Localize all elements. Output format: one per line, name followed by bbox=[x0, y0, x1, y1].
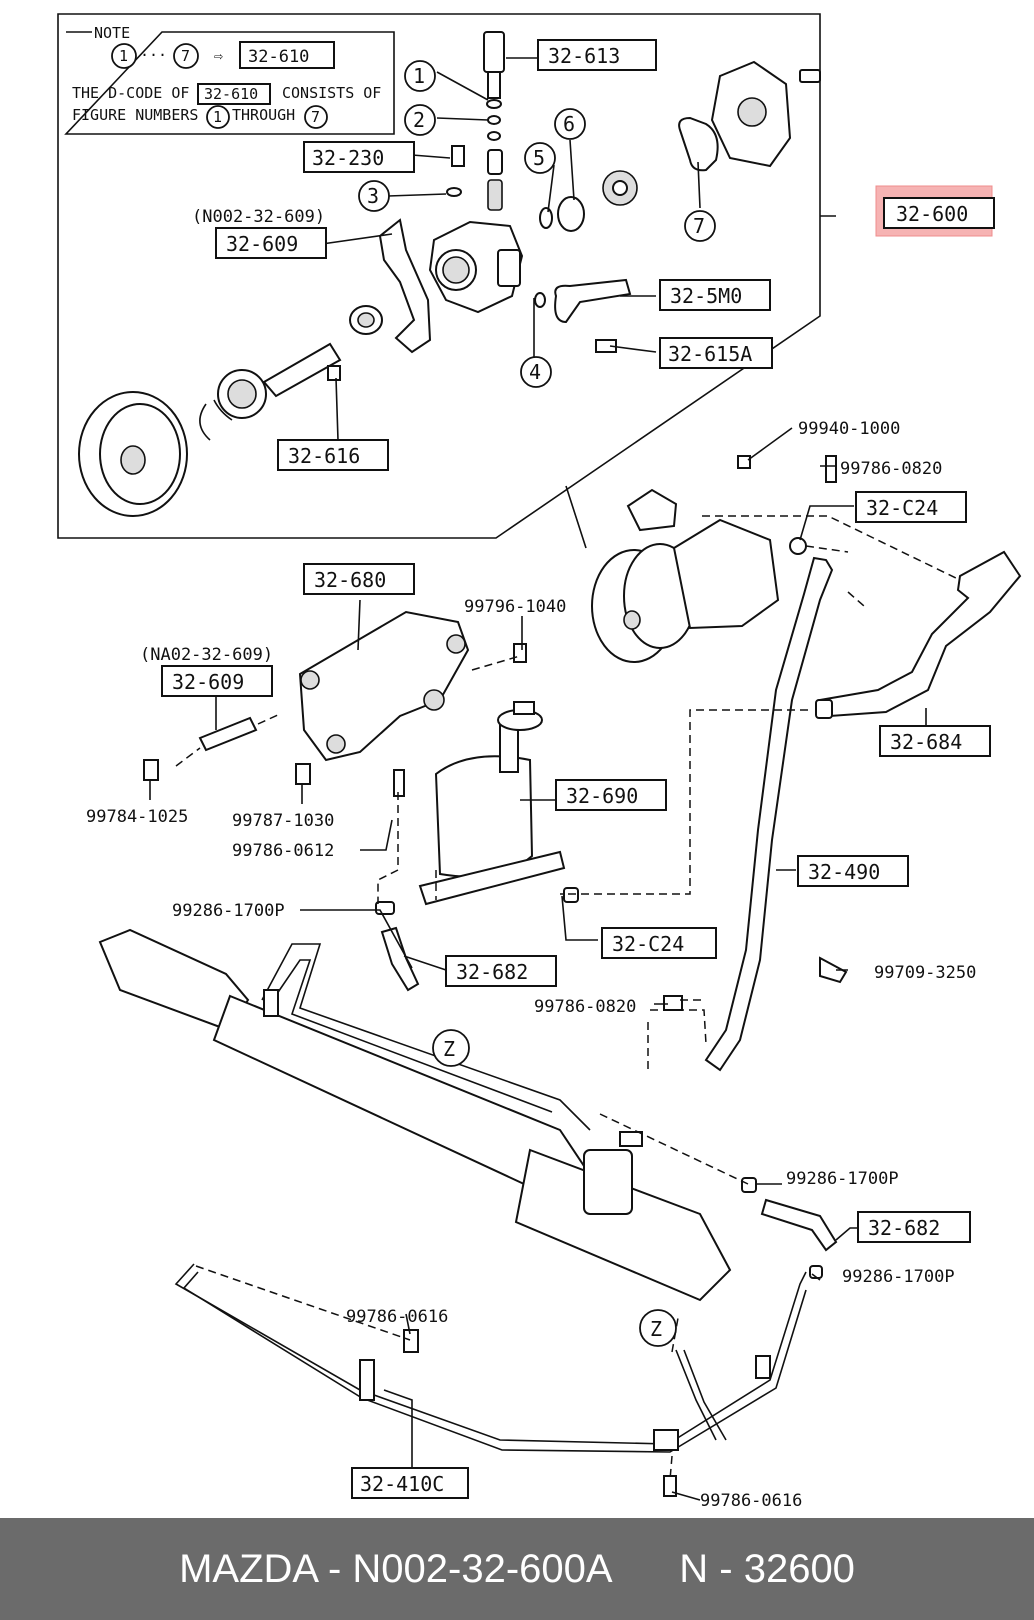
note-line2b: THROUGH bbox=[232, 106, 295, 124]
label-32-410c: 32-410C bbox=[360, 1472, 444, 1496]
pump-bracket-parts bbox=[78, 218, 432, 517]
dashed-leaders bbox=[175, 515, 961, 1481]
label-99286-1700p-middle: 99286-1700P bbox=[786, 1169, 899, 1189]
return-hoses bbox=[380, 926, 838, 1279]
callout-z-lower: Z bbox=[650, 1317, 662, 1341]
label-32-615a: 32-615A bbox=[668, 342, 752, 366]
label-99786-0616-upper: 99786-0616 bbox=[346, 1307, 448, 1327]
leader-lines bbox=[149, 57, 927, 1501]
parts-diagram: NOTE 1 ··· 7 ⇨ 32-610 THE D-CODE OF 32-6… bbox=[57, 13, 1022, 1511]
footer-bar: MAZDA - N002-32-600A N - 32600 bbox=[0, 1518, 1034, 1620]
note-box: NOTE 1 ··· 7 ⇨ 32-610 THE D-CODE OF 32-6… bbox=[64, 24, 395, 135]
footer-part-number: MAZDA - N002-32-600A bbox=[179, 1546, 613, 1591]
label-99786-0820-lower: 99786-0820 bbox=[534, 997, 636, 1017]
callout-2: 2 bbox=[413, 108, 425, 132]
pump-exploded-parts bbox=[428, 31, 821, 353]
note-line2-num7: 7 bbox=[311, 108, 320, 126]
assembly-boundary bbox=[57, 13, 821, 539]
label-99286-1700p-upper: 99286-1700P bbox=[172, 901, 285, 921]
note-line2-num1: 1 bbox=[213, 108, 222, 126]
note-line2a: FIGURE NUMBERS bbox=[72, 106, 198, 124]
note-ref: 32-610 bbox=[248, 47, 309, 67]
label-32-5m0: 32-5M0 bbox=[670, 284, 742, 308]
callout-3: 3 bbox=[367, 184, 379, 208]
label-99940-1000: 99940-1000 bbox=[798, 419, 900, 439]
label-32-c24-upper: 32-C24 bbox=[866, 496, 938, 520]
label-32-682-upper: 32-682 bbox=[456, 960, 528, 984]
callout-6: 6 bbox=[563, 112, 575, 136]
diagram-canvas: NOTE 1 ··· 7 ⇨ 32-610 THE D-CODE OF 32-6… bbox=[57, 13, 1022, 1511]
note-title: NOTE bbox=[94, 24, 130, 42]
label-99786-0820-upper: 99786-0820 bbox=[840, 459, 942, 479]
steering-rack bbox=[98, 928, 732, 1302]
label-32-682-lower: 32-682 bbox=[868, 1216, 940, 1240]
label-32-609-lower: 32-609 bbox=[172, 670, 244, 694]
callout-4: 4 bbox=[529, 360, 541, 384]
bracket-32-680 bbox=[198, 610, 470, 762]
label-99784-1025: 99784-1025 bbox=[86, 807, 188, 827]
callout-circles: 1 2 3 4 5 6 7 Z Z bbox=[358, 60, 716, 1347]
label-32-684: 32-684 bbox=[890, 730, 962, 754]
note-arrow: ⇨ bbox=[214, 47, 223, 65]
callout-7: 7 bbox=[693, 214, 705, 238]
hoses bbox=[704, 550, 1022, 1072]
callout-1: 1 bbox=[413, 64, 425, 88]
label-99286-1700p-lower: 99286-1700P bbox=[842, 1267, 955, 1287]
label-99709-3250: 99709-3250 bbox=[874, 963, 976, 983]
note-line1b: CONSISTS OF bbox=[282, 84, 381, 102]
note-num-1: 1 bbox=[119, 47, 128, 65]
label-n002-32-609: (N002-32-609) bbox=[192, 207, 325, 227]
label-99786-0616-lower: 99786-0616 bbox=[700, 1491, 802, 1511]
label-32-600: 32-600 bbox=[896, 202, 968, 226]
label-32-490: 32-490 bbox=[808, 860, 880, 884]
fasteners bbox=[143, 455, 848, 1497]
footer-spacer bbox=[613, 1547, 680, 1592]
label-99796-1040: 99796-1040 bbox=[464, 597, 566, 617]
callout-z-upper: Z bbox=[443, 1037, 455, 1061]
footer-catalog-code: N - 32600 bbox=[679, 1546, 855, 1591]
label-32-690: 32-690 bbox=[566, 784, 638, 808]
label-na02-32-609: (NA02-32-609) bbox=[140, 645, 273, 665]
pipe-32-410c bbox=[174, 1263, 807, 1453]
note-line1-ref: 32-610 bbox=[204, 85, 258, 103]
note-num-7: 7 bbox=[181, 47, 190, 65]
label-32-c24-lower: 32-C24 bbox=[612, 932, 684, 956]
label-32-230: 32-230 bbox=[312, 146, 384, 170]
label-32-613: 32-613 bbox=[548, 44, 620, 68]
note-dots: ··· bbox=[140, 46, 167, 64]
pump-assembly bbox=[565, 485, 807, 663]
label-99786-0612: 99786-0612 bbox=[232, 841, 334, 861]
label-99787-1030: 99787-1030 bbox=[232, 811, 334, 831]
callout-5: 5 bbox=[533, 146, 545, 170]
label-32-616: 32-616 bbox=[288, 444, 360, 468]
boxed-labels: 32-613 32-230 (N002-32-609) 32-609 32-60… bbox=[86, 39, 995, 1511]
reservoir-32-690 bbox=[418, 701, 566, 906]
label-32-680: 32-680 bbox=[314, 568, 386, 592]
label-32-609-upper: 32-609 bbox=[226, 232, 298, 256]
note-line1a: THE D-CODE OF bbox=[72, 84, 189, 102]
